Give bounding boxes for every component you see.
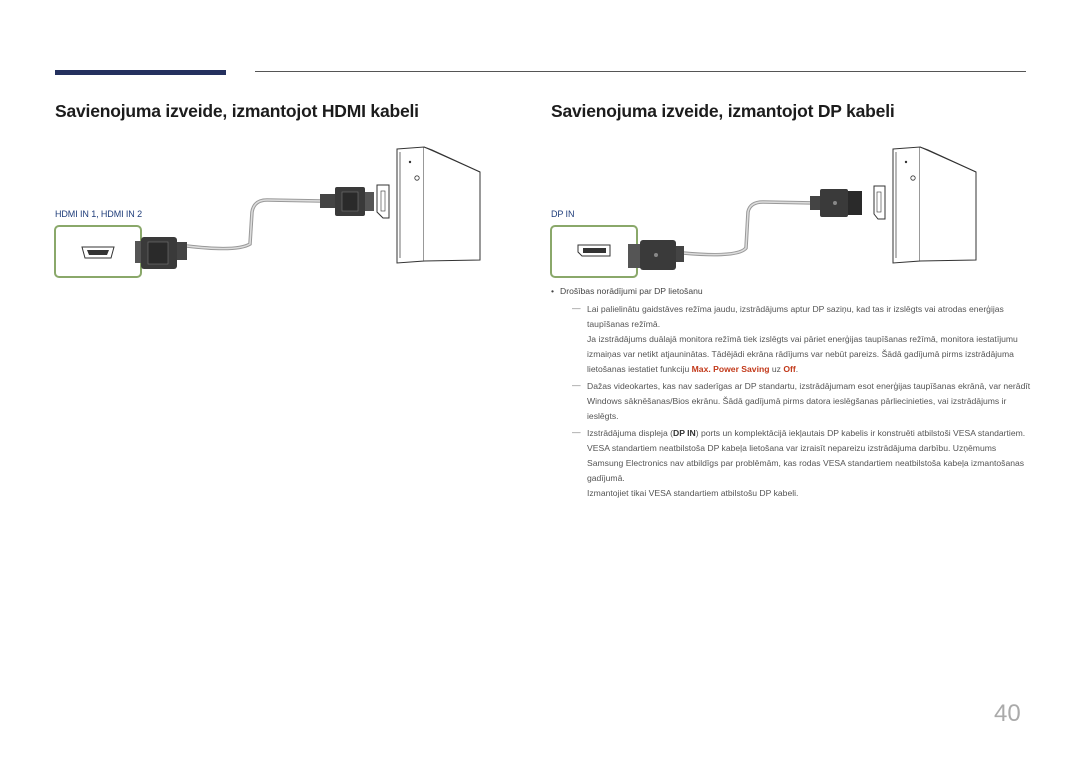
- note-paragraph: Izmantojiet tikai VESA standartiem atbil…: [587, 488, 799, 498]
- page-number: 40: [994, 700, 1021, 727]
- note-vesa: ― Izstrādājuma displeja (DP IN) ports un…: [551, 426, 1031, 501]
- header-rule: [255, 71, 1026, 72]
- note-dash-icon: ―: [572, 303, 581, 313]
- note-video-cards: ― Dažas videokartes, kas nav saderīgas a…: [551, 379, 1031, 424]
- hdmi-section-heading: Savienojuma izveide, izmantojot HDMI kab…: [55, 101, 419, 121]
- dp-plug-icon: [628, 240, 684, 270]
- max-power-saving-term: Max. Power Saving: [691, 364, 770, 374]
- cable-icon: [682, 200, 817, 257]
- dp-connection-diagram: [550, 146, 977, 278]
- note-paragraph: Dažas videokartes, kas nav saderīgas ar …: [587, 381, 1031, 421]
- hdmi-plug-icon: [320, 187, 374, 216]
- header-accent-bar: [55, 70, 226, 75]
- dp-safety-notes: Drošības norādījumi par DP lietošanu ― L…: [551, 284, 1031, 503]
- note-paragraph: Ja izstrādājums duālajā monitora režīmā …: [587, 334, 1018, 374]
- note-paragraph: Izstrādājuma displeja (DP IN) ports un k…: [587, 428, 1026, 483]
- computer-tower-icon: [396, 146, 481, 264]
- hdmi-plug-icon: [135, 237, 187, 269]
- note-dash-icon: ―: [572, 427, 581, 437]
- dp-plug-icon: [810, 189, 862, 217]
- dp-section-heading: Savienojuma izveide, izmantojot DP kabel…: [551, 101, 895, 121]
- hdmi-connection-diagram: [54, 146, 481, 278]
- cable-icon: [186, 198, 323, 251]
- dp-port-label: DP IN: [551, 209, 575, 219]
- note-paragraph: Lai palielinātu gaidstāves režīma jaudu,…: [587, 304, 1004, 329]
- note-standby-power: ― Lai palielinātu gaidstāves režīma jaud…: [551, 302, 1031, 377]
- computer-tower-icon: [892, 146, 977, 264]
- dp-in-term: DP IN: [672, 428, 696, 438]
- note-dash-icon: ―: [572, 380, 581, 390]
- hdmi-port-label: HDMI IN 1, HDMI IN 2: [55, 209, 143, 219]
- off-term: Off: [783, 364, 796, 374]
- safety-bullet: Drošības norādījumi par DP lietošanu: [551, 284, 1031, 299]
